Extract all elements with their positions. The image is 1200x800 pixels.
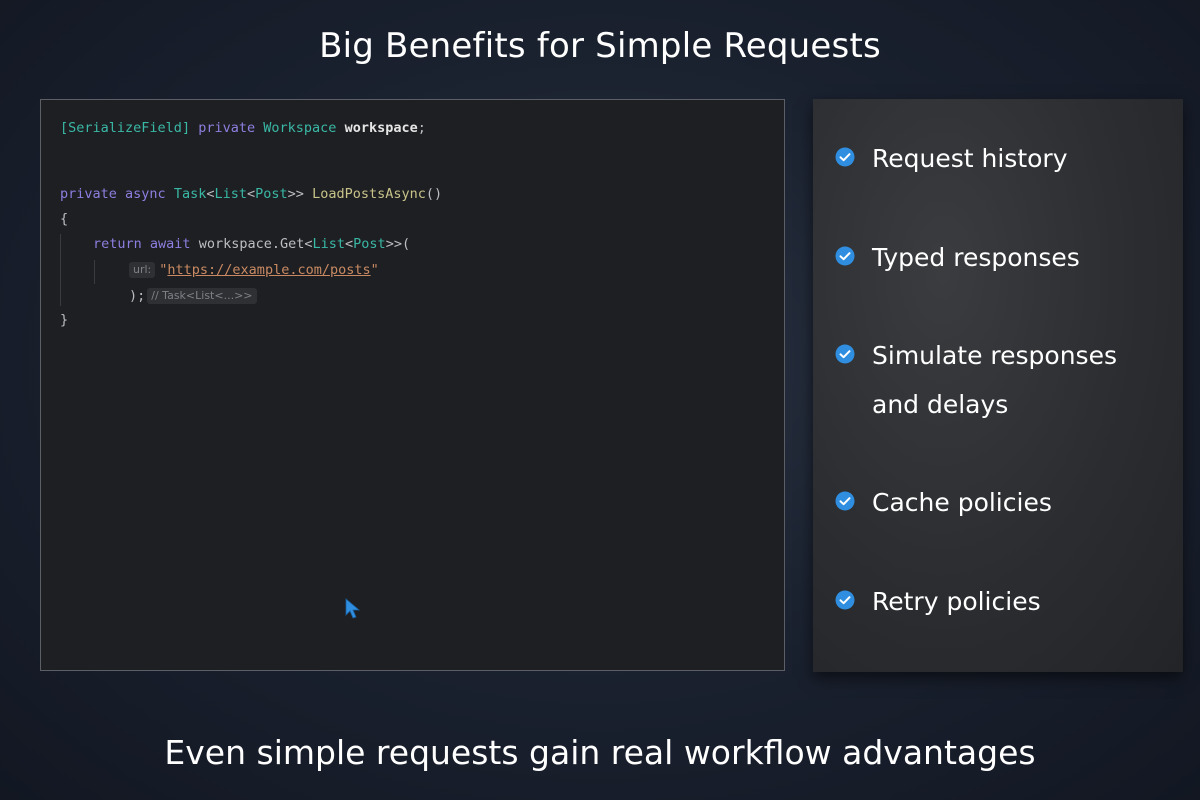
code-token: < [247,186,256,202]
code-line-2: private async Task<List<Post>> LoadPosts… [60,183,442,205]
code-token: < [345,236,354,252]
code-line-4: url:"https://example.com/posts" [129,259,379,281]
code-token: } [60,312,69,328]
code-token: ); [129,288,146,304]
code-token: >>( [385,236,411,252]
benefit-label: Typed responses [872,243,1080,272]
check-circle-icon [835,590,855,610]
mouse-cursor-icon [345,598,361,619]
code-token: List [312,236,346,252]
check-circle-icon [835,344,855,364]
code-token: Task [173,186,207,202]
check-circle-icon [835,246,855,266]
code-token: SerializeField [68,120,182,136]
benefits-panel: Request history Typed responses Simulate… [813,99,1183,672]
code-token: ; [417,120,426,136]
benefit-label: Cache policies [872,488,1052,517]
code-line-3: return await workspace.Get<List<Post>>( [93,233,410,255]
code-token: [ [60,120,69,136]
code-token: " [370,262,379,278]
type-hint: // Task<List<...>> [147,288,257,304]
benefit-item-simulate-responses: Simulate responses and delays [835,331,1165,429]
benefit-label: Simulate responses [872,341,1117,370]
code-token: < [206,186,215,202]
check-circle-icon [835,147,855,167]
code-token: private [198,120,256,136]
benefit-item-cache-policies: Cache policies [835,478,1165,527]
code-line-open-brace: { [60,208,68,230]
code-token: await [149,236,191,252]
code-token: " [159,262,168,278]
benefit-label-continued: and delays [872,390,1009,419]
url-link[interactable]: https://example.com/posts [167,262,371,278]
code-token: LoadPostsAsync [312,186,426,202]
slide-caption: Even simple requests gain real workflow … [164,733,1036,772]
code-token: () [425,186,443,202]
indent-guide-inner [94,260,95,284]
code-token: private [60,186,117,202]
benefit-label: Request history [872,144,1068,173]
code-token: return [93,236,142,252]
benefit-label: Retry policies [872,587,1041,616]
code-token: { [60,211,69,227]
code-token: ] [181,120,191,136]
code-line-5: );// Task<List<...>> [129,285,261,307]
code-token: >> [287,186,304,202]
check-circle-icon [835,491,855,511]
benefit-item-typed-responses: Typed responses [835,233,1165,282]
code-token: < [304,236,313,252]
code-token: workspace [344,120,418,136]
parameter-hint: url: [129,262,156,278]
benefit-item-retry-policies: Retry policies [835,577,1165,626]
code-token: Workspace [263,120,337,136]
code-line-1: [SerializeField] private Workspace works… [60,117,426,139]
code-token: Post [255,186,288,202]
code-line-close-brace: } [60,309,68,331]
code-token: Post [353,236,386,252]
code-token: List [214,186,247,202]
code-editor-panel[interactable]: [SerializeField] private Workspace works… [40,99,785,671]
benefit-item-request-history: Request history [835,134,1165,183]
code-token: async [125,186,166,202]
code-token: workspace.Get [198,236,305,252]
indent-guide [60,234,61,306]
slide-title: Big Benefits for Simple Requests [319,26,881,66]
